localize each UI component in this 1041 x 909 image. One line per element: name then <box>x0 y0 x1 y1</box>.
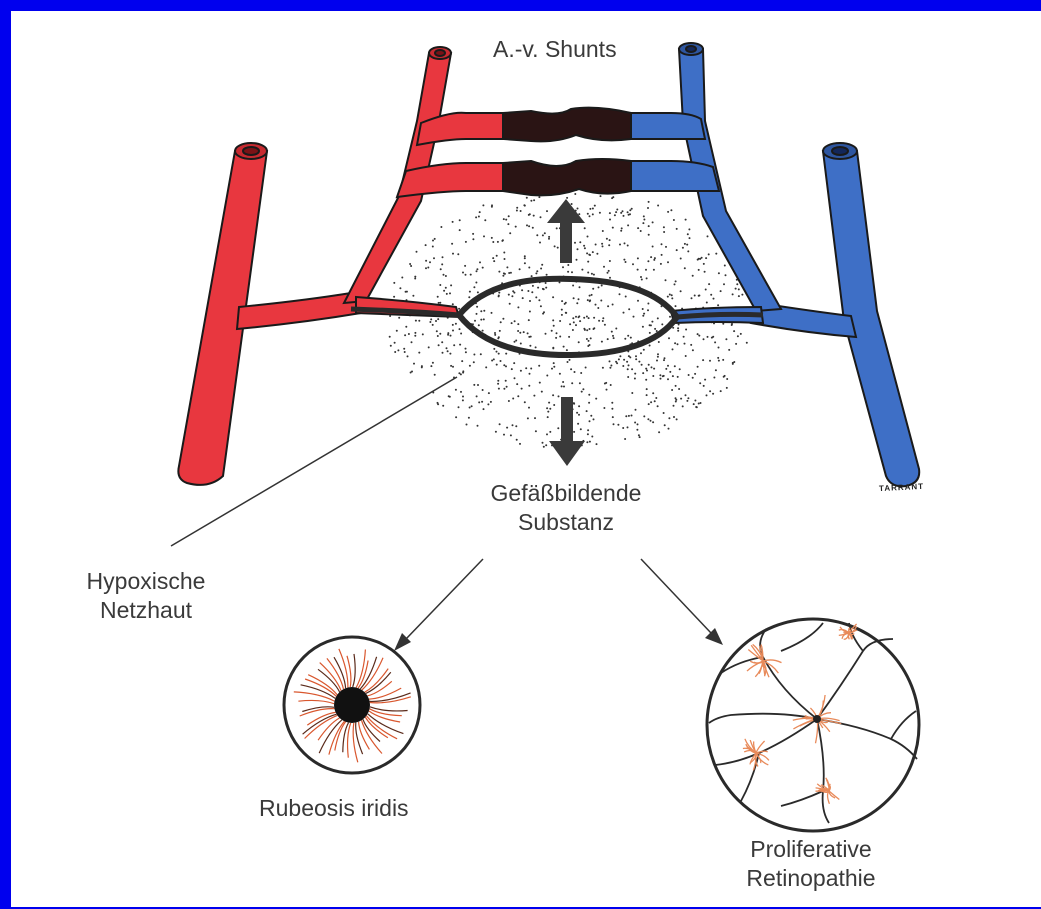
av-shunt-2 <box>503 159 631 195</box>
label-substance-line-1: Gefäßbildende <box>466 479 666 508</box>
artery-system <box>178 47 506 485</box>
capillary-bed <box>351 279 763 355</box>
diagram-arrows <box>171 199 723 651</box>
label-rubeosis-iridis: Rubeosis iridis <box>259 794 409 823</box>
arrow-to-rubeosis <box>406 559 483 639</box>
label-hypoxic-line-1: Hypoxische <box>71 567 221 596</box>
label-vessel-forming-substance: Gefäßbildende Substanz <box>466 479 666 537</box>
av-shunts <box>503 108 631 196</box>
arrow-to-retinopathy <box>641 559 711 633</box>
arrow-down-to-substance <box>549 397 585 466</box>
capillary-outflow <box>677 314 763 317</box>
label-hypoxic-retina: Hypoxische Netzhaut <box>71 567 221 625</box>
vein-shunt-2-segment <box>629 161 719 191</box>
label-hypoxic-line-2: Netzhaut <box>71 596 221 625</box>
vein-system <box>629 43 919 486</box>
vein-shunt-1-segment <box>629 113 705 139</box>
artery-branch-horizontal <box>237 293 361 329</box>
label-substance-line-2: Substanz <box>466 508 666 537</box>
label-proliferative-line-2: Retinopathie <box>711 864 911 893</box>
pupil <box>334 687 370 723</box>
retinopathy-fundus <box>707 619 919 831</box>
label-proliferative-retinopathy: Proliferative Retinopathie <box>711 835 911 893</box>
vascular-diagram <box>11 11 1041 907</box>
av-shunt-1 <box>503 108 631 142</box>
arrow-up-to-shunts <box>547 199 585 263</box>
slide-canvas: A.-v. Shunts Gefäßbildende Substanz Hypo… <box>11 11 1041 907</box>
capillary-loop-upper <box>459 279 677 317</box>
label-av-shunts: A.-v. Shunts <box>493 35 617 64</box>
fundus-outline <box>707 619 919 831</box>
rubeosis-iris <box>284 637 420 773</box>
label-proliferative-line-1: Proliferative <box>711 835 911 864</box>
